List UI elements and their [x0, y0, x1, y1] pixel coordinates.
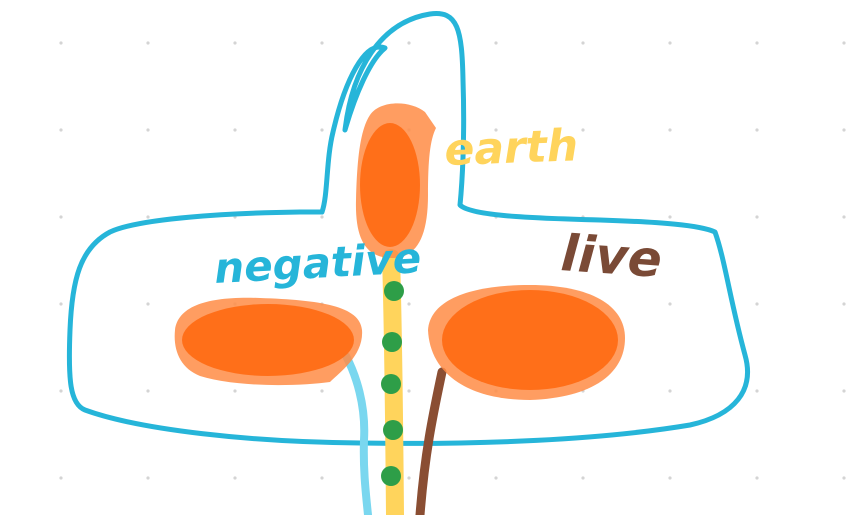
- live-wire: [415, 367, 447, 515]
- grid-dot: [233, 41, 237, 45]
- stripe-dot: [384, 281, 404, 301]
- grid-dot: [407, 41, 411, 45]
- grid-dot: [59, 389, 63, 393]
- grid-dot: [581, 41, 585, 45]
- grid-dot: [494, 476, 498, 480]
- grid-dot: [581, 476, 585, 480]
- grid-dot: [233, 476, 237, 480]
- grid-dot: [59, 215, 63, 219]
- stripe-dot: [383, 420, 403, 440]
- grid-dot: [320, 41, 324, 45]
- grid-dot: [320, 215, 324, 219]
- neutral-pin: [174, 297, 363, 386]
- grid-dot: [494, 128, 498, 132]
- earth-pin: [355, 103, 436, 258]
- earth-label: earth: [444, 120, 579, 176]
- grid-dot: [842, 389, 846, 393]
- neutral-wire: [342, 352, 372, 515]
- grid-dot: [755, 215, 759, 219]
- grid-dot: [59, 41, 63, 45]
- grid-dot: [146, 389, 150, 393]
- grid-dot: [755, 41, 759, 45]
- grid-dot: [668, 476, 672, 480]
- grid-dot: [755, 389, 759, 393]
- grid-dot: [842, 215, 846, 219]
- grid-dot: [842, 128, 846, 132]
- grid-dot: [755, 476, 759, 480]
- grid-dot: [407, 302, 411, 306]
- grid-dot: [755, 128, 759, 132]
- plug-outline-icon: [66, 11, 751, 446]
- grid-dot: [755, 302, 759, 306]
- grid-dot: [233, 389, 237, 393]
- grid-dot: [320, 389, 324, 393]
- grid-dot: [581, 128, 585, 132]
- grid-dot: [842, 41, 846, 45]
- negative-label: negative: [213, 233, 422, 293]
- grid-dot: [59, 476, 63, 480]
- grid-dot: [668, 41, 672, 45]
- grid-dot: [668, 215, 672, 219]
- pin-core: [360, 123, 420, 247]
- grid-dot: [59, 302, 63, 306]
- grid-dot: [320, 476, 324, 480]
- live-pin: [428, 285, 625, 400]
- grid-dot: [842, 476, 846, 480]
- stripe-dot: [381, 466, 401, 486]
- pin-core: [182, 304, 354, 376]
- grid-dot: [146, 41, 150, 45]
- live-label: live: [559, 224, 664, 289]
- grid-dot: [233, 128, 237, 132]
- grid-dot: [668, 389, 672, 393]
- grid-dot: [59, 128, 63, 132]
- grid-dot: [668, 128, 672, 132]
- grid-dot: [146, 128, 150, 132]
- grid-dots: [59, 41, 846, 480]
- grid-dot: [407, 476, 411, 480]
- grid-dot: [320, 128, 324, 132]
- grid-dot: [494, 41, 498, 45]
- grid-dot: [842, 302, 846, 306]
- grid-dot: [668, 302, 672, 306]
- grid-dot: [146, 215, 150, 219]
- grid-dot: [146, 476, 150, 480]
- stripe-dot: [382, 332, 402, 352]
- grid-dot: [407, 389, 411, 393]
- pin-core: [442, 290, 618, 390]
- grid-dot: [146, 302, 150, 306]
- earth-wire-stripes: [381, 281, 404, 486]
- stripe-dot: [381, 374, 401, 394]
